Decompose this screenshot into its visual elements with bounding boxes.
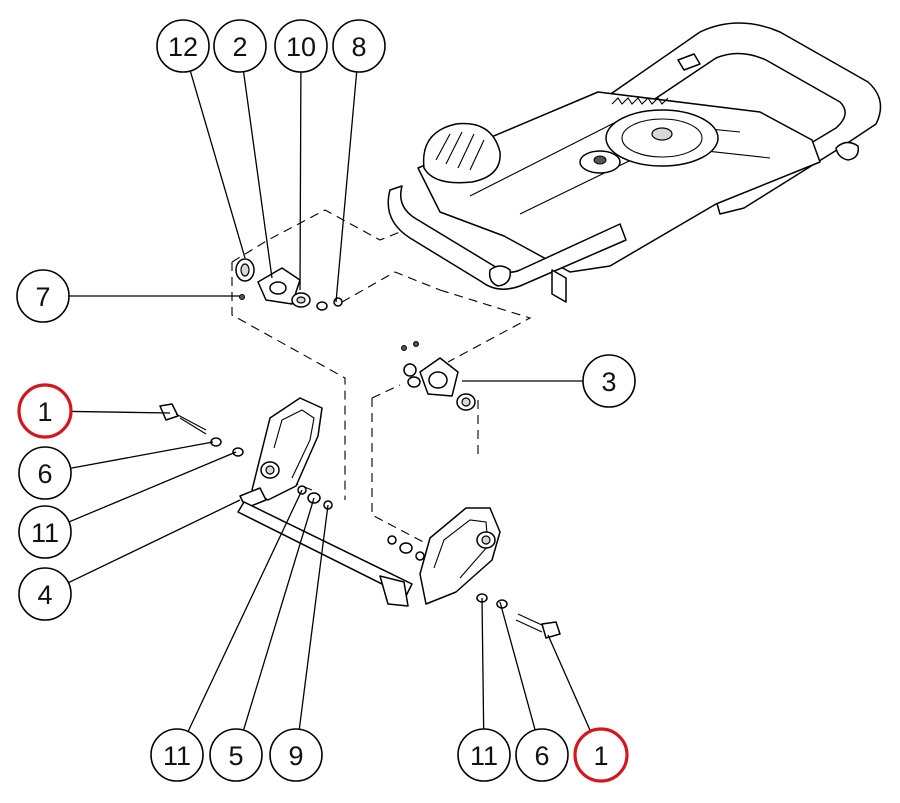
callout-c5a: 5: [209, 728, 263, 782]
callout-circle-c5a: [209, 728, 263, 782]
callout-circle-c11c: [457, 728, 511, 782]
callout-label-c3a: 3: [601, 367, 616, 397]
leader-line-c11c: [481, 597, 485, 730]
leader-line-c6b: [499, 601, 536, 731]
leader-line-c4a: [68, 499, 241, 584]
callout-c1b: 1: [573, 727, 629, 783]
leader-line-c5a: [242, 497, 315, 731]
callout-label-c11b: 11: [163, 741, 191, 771]
callout-c11c: 11: [457, 728, 511, 782]
callout-c2a: 2: [213, 19, 267, 73]
callout-label-c7a: 7: [35, 282, 50, 312]
leader-line-c1b: [547, 634, 592, 732]
upper-left-bearing-group: [235, 258, 343, 311]
callout-circle-c8a: [332, 19, 386, 73]
callout-group: 12 2 10 8 7 3 1 6 11 4 11 5 9 11 6 1: [16, 19, 636, 783]
callout-label-c6b: 6: [534, 741, 549, 771]
leader-line-c11b: [187, 489, 303, 732]
callout-c11b: 11: [150, 728, 204, 782]
callout-label-c5a: 5: [228, 741, 243, 771]
callout-c11a: 11: [18, 505, 72, 559]
leader-line-c6a: [70, 441, 214, 469]
callout-label-c9a: 9: [288, 741, 303, 771]
callout-circle-c9a: [269, 728, 323, 782]
callout-circle-c6a: [18, 446, 72, 500]
callout-circle-c7a: [16, 269, 70, 323]
left-gearbox: [239, 397, 323, 509]
callout-c3a: 3: [582, 354, 636, 408]
callout-circle-c11a: [18, 505, 72, 559]
callout-label-c4a: 4: [37, 580, 52, 610]
callout-label-c12a: 12: [168, 32, 198, 62]
callout-circle-c10a: [274, 19, 328, 73]
callout-c4a: 4: [18, 567, 72, 621]
callout-circle-c1a: [17, 383, 73, 439]
callout-c9a: 9: [269, 728, 323, 782]
callout-c6a: 6: [18, 446, 72, 500]
callout-label-c10a: 10: [286, 32, 316, 62]
callout-label-c1a: 1: [37, 397, 52, 427]
right-hardware: [476, 593, 561, 639]
handle-frame-assembly: [387, 22, 882, 303]
callout-c6b: 6: [515, 728, 569, 782]
axle-shaft: [237, 501, 413, 607]
leader-line-c2a: [242, 71, 273, 279]
callout-circle-c1b: [573, 727, 629, 783]
callout-circle-c12a: [156, 19, 210, 73]
leader-line-c1a: [70, 410, 171, 414]
callout-circle-c4a: [18, 567, 72, 621]
callout-label-c11a: 11: [31, 518, 59, 548]
callout-c7a: 7: [16, 269, 70, 323]
right-gearbox: [419, 507, 501, 605]
leader-line-c9a: [298, 504, 329, 730]
leader-line-c12a: [189, 70, 246, 259]
callout-label-c11c: 11: [470, 741, 498, 771]
callout-circle-c3a: [582, 354, 636, 408]
callout-c8a: 8: [332, 19, 386, 73]
callout-circle-c6b: [515, 728, 569, 782]
middle-hardware: [387, 535, 425, 561]
callout-label-c1b: 1: [593, 741, 608, 771]
leader-line-c11a: [68, 451, 237, 523]
right-bearing-group: [401, 341, 476, 411]
callout-circle-c2a: [213, 19, 267, 73]
callout-circle-c11b: [150, 728, 204, 782]
callout-c12a: 12: [156, 19, 210, 73]
callout-c10a: 10: [274, 19, 328, 73]
leader-line-c8a: [335, 71, 358, 303]
callout-label-c6a: 6: [37, 459, 52, 489]
callout-c1a: 1: [17, 383, 73, 439]
leader-line-c10a: [299, 71, 302, 291]
leader-lines: [68, 70, 592, 732]
callout-label-c8a: 8: [351, 32, 366, 62]
callout-label-c2a: 2: [232, 32, 247, 62]
